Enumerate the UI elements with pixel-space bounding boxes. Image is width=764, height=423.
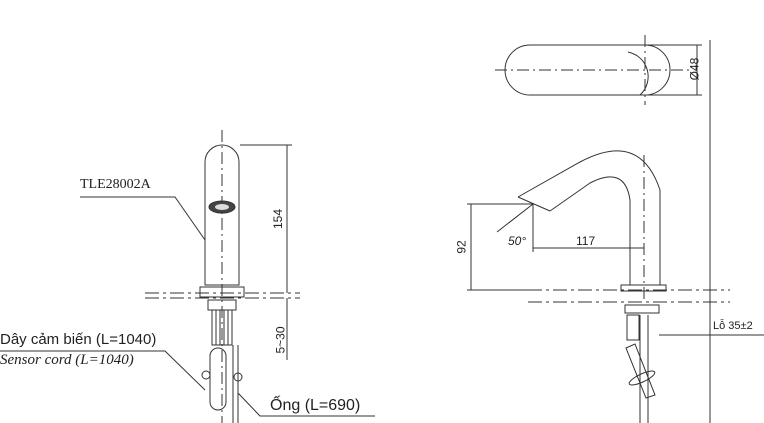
hose-label: Ống (L=690) xyxy=(270,397,361,414)
sensor-cord-label-en: Sensor cord (L=1040) xyxy=(0,352,134,368)
height-dim-154: 154 xyxy=(271,208,286,230)
model-label: TLE28002A xyxy=(80,177,151,192)
diameter-dim: Ø48 xyxy=(687,57,702,81)
top-view-faucet xyxy=(495,35,711,423)
depth-dim-5-30: 5~30 xyxy=(273,326,288,354)
angle-dim: 50° xyxy=(508,234,527,248)
front-view-faucet xyxy=(0,130,375,423)
side-height-dim-92: 92 xyxy=(454,240,469,254)
sensor-cord-label-vi: Dây cảm biến (L=1040) xyxy=(0,331,157,348)
side-view-faucet xyxy=(467,150,764,423)
hole-dim: Lỗ 35±2 xyxy=(713,320,753,332)
reach-dim-117: 117 xyxy=(576,234,596,248)
